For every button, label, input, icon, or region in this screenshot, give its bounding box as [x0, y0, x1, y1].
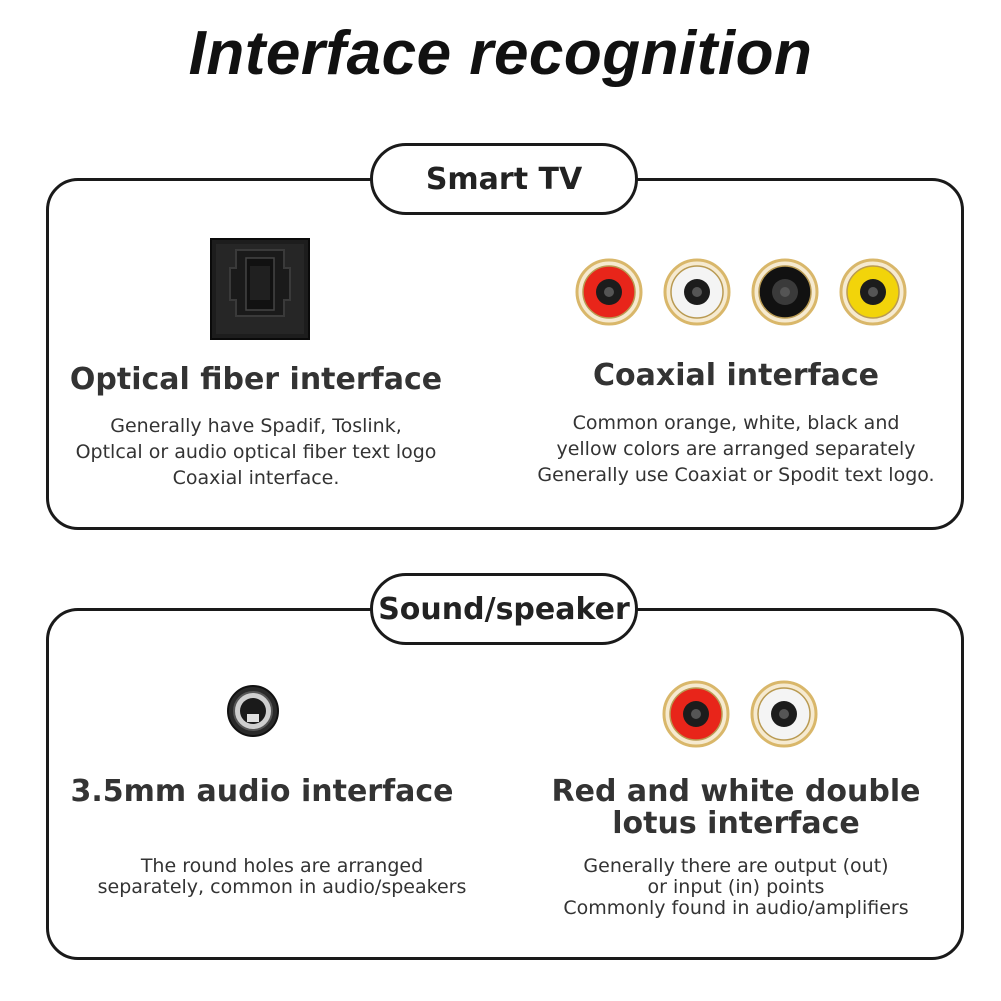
audio-jack-desc-line: separately, common in audio/speakers — [97, 876, 467, 898]
rca-description: Generally there are output (out) or inpu… — [530, 856, 942, 919]
optical-desc-line: Coaxial interface. — [172, 467, 340, 489]
red-connector-icon — [662, 680, 730, 748]
optical-desc-line: Generally have Spadif, Toslink, — [110, 415, 402, 437]
page-title: Interface recognition — [188, 19, 813, 88]
smart-tv-label: Smart TV — [370, 143, 638, 215]
audio-jack-description: The round holes are arranged separately,… — [46, 856, 518, 898]
rca-desc-line: or input (in) points — [647, 876, 825, 898]
audio-jack-icon — [227, 685, 279, 737]
audio-jack-heading: 3.5mm audio interface — [70, 774, 454, 809]
rca-heading: Red and white double lotus interface — [530, 776, 942, 840]
coaxial-desc-line: Generally use Coaxiat or Spodit text log… — [537, 464, 935, 486]
coaxial-connectors-icon — [575, 258, 907, 326]
sound-speaker-label: Sound/speaker — [370, 573, 638, 645]
optical-port-icon — [210, 238, 310, 340]
rca-connectors-icon — [662, 680, 818, 748]
coaxial-desc-line: Common orange, white, black and — [572, 412, 900, 434]
rca-desc-line: Commonly found in audio/amplifiers — [563, 897, 909, 919]
yellow-connector-icon — [839, 258, 907, 326]
red-connector-icon — [575, 258, 643, 326]
optical-heading: Optical fiber interface — [69, 362, 443, 397]
optical-description: Generally have Spadif, Toslink, Optlcal … — [46, 413, 466, 491]
rca-heading-line: lotus interface — [612, 806, 860, 841]
coaxial-heading: Coaxial interface — [592, 358, 880, 393]
coaxial-desc-line: yellow colors are arranged separately — [556, 438, 916, 460]
white-connector-icon — [750, 680, 818, 748]
rca-desc-line: Generally there are output (out) — [583, 855, 889, 877]
sound-speaker-panel — [46, 608, 964, 960]
white-connector-icon — [663, 258, 731, 326]
optical-desc-line: Optlcal or audio optical fiber text logo — [75, 441, 437, 463]
smart-tv-panel — [46, 178, 964, 530]
coaxial-description: Common orange, white, black and yellow c… — [510, 410, 962, 488]
rca-heading-line: Red and white double — [551, 774, 921, 809]
audio-jack-desc-line: The round holes are arranged — [140, 855, 424, 877]
black-connector-icon — [751, 258, 819, 326]
